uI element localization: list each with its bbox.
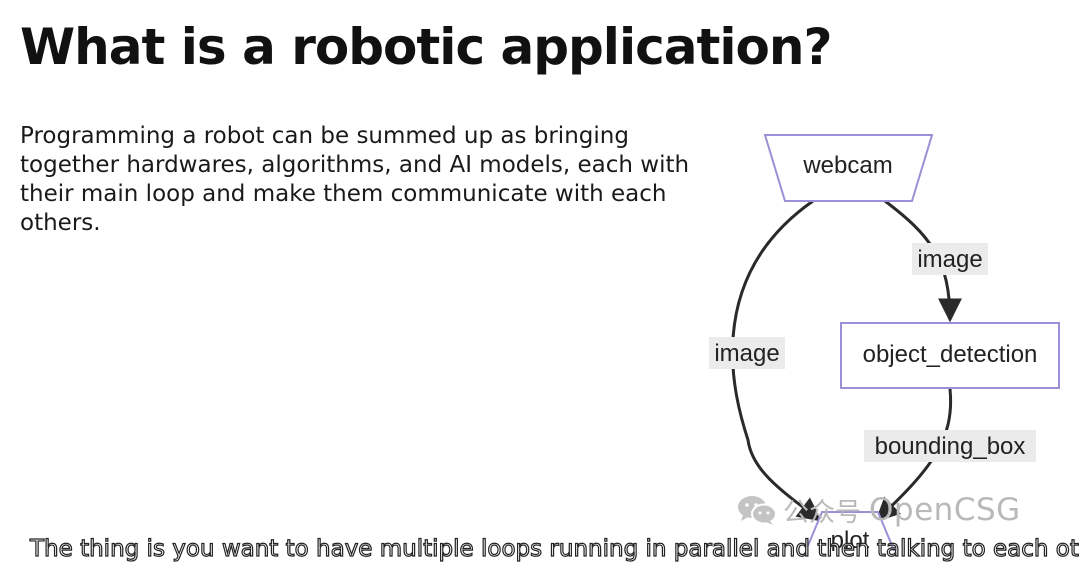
video-subtitle: The thing is you want to have multiple l…	[29, 535, 1080, 562]
node-plot-label: plot	[831, 527, 870, 551]
intro-paragraph: Programming a robot can be summed up as …	[20, 123, 690, 236]
node-object-detection-shape	[840, 322, 1060, 389]
edge-label-bg-object-detection-to-plot	[864, 430, 1036, 462]
node-plot-shape	[804, 511, 896, 551]
edge-label-bg-webcam-to-object-detection	[912, 243, 988, 275]
wechat-icon	[738, 496, 777, 525]
watermark: 公众号 OpenCSG	[737, 490, 1021, 530]
node-webcam-label: webcam	[802, 152, 892, 179]
node-webcam-shape	[763, 134, 934, 202]
edge-label-bg-webcam-to-plot	[709, 337, 785, 369]
dataflow-diagram: image image bounding_box webcam object_d…	[709, 134, 1060, 551]
edge-label-webcam-to-object-detection: image	[917, 246, 982, 273]
edge-label-object-detection-to-plot: bounding_box	[875, 433, 1026, 460]
edge-label-webcam-to-plot: image	[714, 340, 779, 367]
node-object-detection-label: object_detection	[863, 341, 1038, 368]
slide-title: What is a robotic application?	[20, 18, 832, 76]
watermark-brand: OpenCSG	[869, 492, 1021, 528]
edge-webcam-to-plot	[731, 199, 822, 522]
watermark-label: 公众号	[783, 497, 862, 528]
